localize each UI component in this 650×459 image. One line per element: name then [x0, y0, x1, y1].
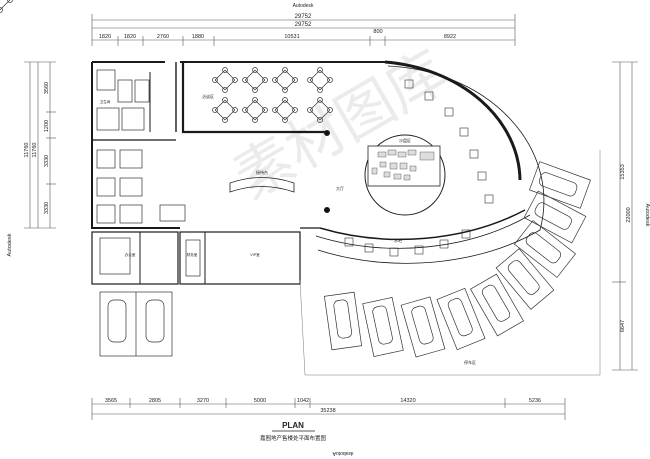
left-core-rooms [96, 69, 201, 277]
top-overall-dim-2: 29752 [295, 22, 312, 28]
left-dim-seg-3: 3330 [44, 155, 50, 167]
table-2 [242, 67, 268, 93]
finance-label: 财务室 [187, 252, 198, 257]
top-dim-seg-6: 800 [373, 29, 382, 35]
parking-curve [323, 161, 591, 358]
left-dimensions [24, 61, 56, 229]
top-overall-dim-1: 29752 [295, 14, 312, 20]
office-label: 办公室 [125, 252, 136, 257]
table-6 [242, 97, 268, 123]
left-dim-seg-2: 1200 [44, 120, 50, 132]
top-dim-seg-1: 1820 [99, 34, 111, 40]
top-dim-seg-4: 1880 [192, 34, 204, 40]
right-overall-dim: 22000 [626, 207, 632, 222]
table-3 [272, 67, 298, 93]
reception-counter [229, 177, 295, 193]
bar-label: 水吧 [394, 237, 402, 243]
bottom-dimensions [91, 398, 566, 420]
table-4 [307, 67, 333, 93]
left-autodesk-label: Autodesk [7, 233, 13, 256]
bottom-autodesk-mirrored: Autodesk [333, 450, 354, 456]
site-boundary [299, 150, 601, 376]
left-outer-dim: 11760 [24, 143, 30, 158]
plan-subtitle: 嘉囿地产售楼处平面布置图 [260, 434, 327, 442]
parking-left [99, 291, 173, 357]
bottom-dim-seg-4: 5000 [254, 398, 266, 404]
top-dim-seg-5: 10531 [284, 34, 299, 40]
bottom-dim-seg-1: 3565 [105, 398, 117, 404]
left-dim-seg-4: 3330 [44, 202, 50, 214]
top-dim-seg-3: 2760 [157, 34, 169, 40]
top-autodesk-label: Autodesk [293, 3, 314, 9]
wc-label: 卫生间 [100, 99, 111, 104]
left-dim-seg-1: 3560 [44, 82, 50, 94]
bottom-dim-seg-6: 14320 [400, 398, 415, 404]
bottom-dim-seg-2: 2805 [149, 398, 161, 404]
top-dim-seg-7: 8922 [444, 34, 456, 40]
top-dimensions [91, 14, 516, 46]
right-dim-seg-1: 15353 [620, 164, 626, 179]
top-dim-seg-2: 1820 [124, 34, 136, 40]
bottom-dim-seg-3: 3270 [197, 398, 209, 404]
bottom-overall-dim: 35238 [320, 408, 335, 414]
building-walls [91, 60, 545, 285]
vip-label: VIP室 [250, 252, 260, 257]
center-model-area: 沙盘区 [364, 134, 446, 216]
table-1 [212, 67, 238, 93]
plan-title: PLAN [282, 421, 304, 430]
lobby-label: 大厅 [336, 185, 344, 191]
center-model-label: 沙盘区 [399, 137, 411, 143]
reception-label: 接待台 [256, 169, 268, 175]
left-outer-dim-2: 11760 [32, 143, 38, 158]
parking-label: 停车区 [464, 359, 476, 365]
bottom-dim-seg-7: 5236 [529, 398, 541, 404]
curved-seating [344, 79, 494, 257]
bottom-dim-seg-5: 1042 [297, 398, 309, 404]
table-5 [212, 97, 238, 123]
negotiation-label: 洽谈区 [202, 93, 214, 99]
right-dimensions [612, 61, 638, 371]
right-autodesk-label: Autodesk [644, 204, 650, 227]
negotiation-tables [0, 0, 13, 13]
right-dim-seg-2: 6647 [620, 320, 626, 332]
